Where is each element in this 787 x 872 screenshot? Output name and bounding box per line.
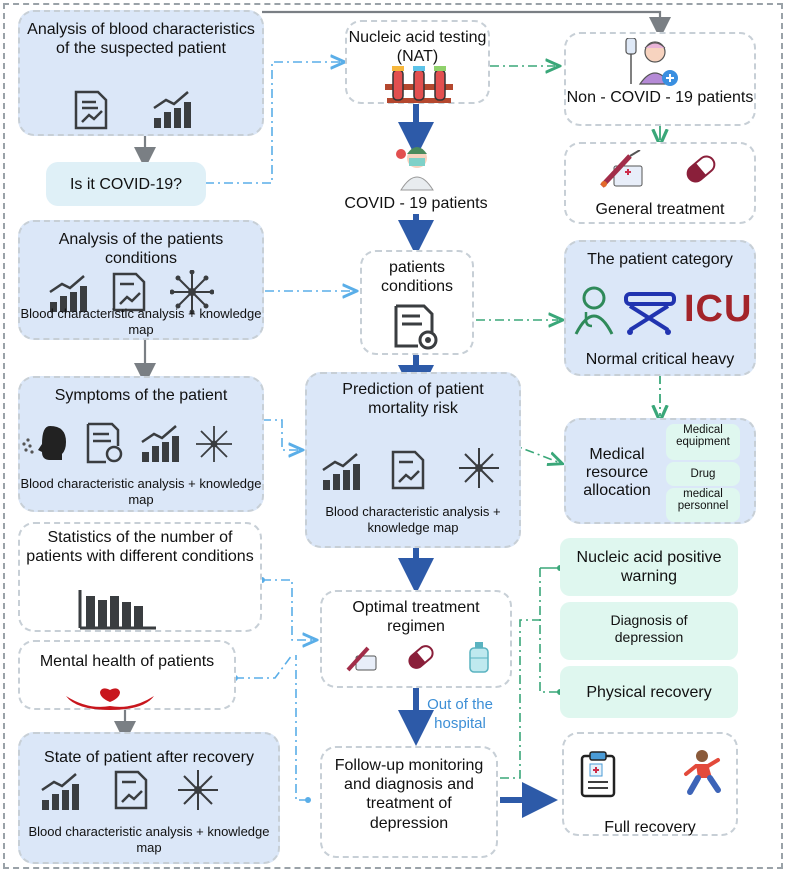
magnifier-document-icon xyxy=(86,422,123,464)
prediction-box: Prediction of patient mortality risk Blo… xyxy=(305,372,521,548)
full-recovery-box: Full recovery xyxy=(562,732,738,836)
patients-conditions-box: patients conditions xyxy=(360,250,474,355)
state-after-recovery-box: State of patient after recovery Blood ch… xyxy=(18,732,280,864)
pill-capsule-icon xyxy=(686,155,716,183)
syringe-medkit-icon xyxy=(600,150,643,188)
mental-health-label: Mental health of patients xyxy=(39,653,215,670)
nucleic-warning-box: Nucleic acid positive warning xyxy=(560,538,738,596)
statistics-label: Statistics of the number of patients wit… xyxy=(26,529,254,566)
covid-patients-label: COVID - 19 patients xyxy=(344,195,488,212)
nat-label: Nucleic acid testing (NAT) xyxy=(348,29,487,66)
rising-bar-chart-icon xyxy=(49,275,87,312)
nucleic-warning-label: Nucleic acid positive warning xyxy=(576,549,722,586)
out-of-hospital-label: Out of the hospital xyxy=(427,696,493,732)
state-after-recovery-label: State of patient after recovery xyxy=(44,749,254,766)
category-levels-label: Normal critical heavy xyxy=(585,351,735,368)
doctor-icon xyxy=(396,147,434,191)
general-treatment-label: General treatment xyxy=(595,201,725,218)
document-chart-icon xyxy=(112,272,146,312)
network-hub-icon xyxy=(170,270,214,314)
icu-label: ICU xyxy=(684,288,753,330)
nat-box: Nucleic acid testing (NAT) xyxy=(345,20,490,104)
patients-conditions-analysis-box: Analysis of the patients conditions Bloo… xyxy=(18,220,264,340)
physical-recovery-label: Physical recovery xyxy=(586,684,712,701)
bc-km-label: Blood characteristic analysis + knowledg… xyxy=(325,504,501,535)
is-covid-label: Is it COVID-19? xyxy=(69,176,183,193)
statistics-box: Statistics of the number of patients wit… xyxy=(18,522,262,632)
bc-km-label: Blood characteristic analysis + knowledg… xyxy=(20,476,262,507)
resource-allocation-label: Medical resource allocation xyxy=(583,446,651,499)
oxygen-tank-icon xyxy=(469,642,489,673)
network-hub-icon xyxy=(459,448,499,488)
patients-conditions-analysis-label: Analysis of the patients conditions xyxy=(58,231,224,268)
rising-bar-chart-icon xyxy=(153,91,191,128)
stretcher-icon xyxy=(624,292,676,335)
prediction-label: Prediction of patient mortality risk xyxy=(342,381,484,418)
rising-bar-chart-icon xyxy=(141,425,179,462)
symptoms-label: Symptoms of the patient xyxy=(54,387,228,404)
non-covid-box: Non - COVID - 19 patients xyxy=(564,32,756,126)
document-chart-icon xyxy=(391,450,425,490)
blood-analysis-box: Analysis of blood characteristics of the… xyxy=(18,10,264,136)
drug-tag: Drug xyxy=(666,462,740,486)
medical-equipment-tag: Medical equipment xyxy=(666,424,740,460)
patient-category-box: The patient category ICU Normal critical… xyxy=(564,240,756,376)
iv-patient-icon xyxy=(625,38,678,86)
magnifier-document-icon xyxy=(394,304,438,350)
clipboard-icon xyxy=(580,751,616,798)
non-covid-label: Non - COVID - 19 patients xyxy=(566,89,754,106)
optimal-treatment-box: Optimal treatment regimen xyxy=(320,590,512,688)
follow-up-label: Follow-up monitoring and diagnosis and t… xyxy=(334,757,484,832)
pill-capsule-icon xyxy=(408,645,434,669)
rising-bar-chart-icon xyxy=(41,773,79,810)
hands-heart-icon xyxy=(66,688,154,710)
full-recovery-label: Full recovery xyxy=(604,819,696,836)
bc-km-label: Blood characteristic analysis + knowledg… xyxy=(28,824,270,855)
running-person-icon xyxy=(684,750,721,795)
outer-frame xyxy=(3,3,783,869)
patient-category-label: The patient category xyxy=(587,251,733,268)
bc-km-label: Blood characteristic analysis + knowledg… xyxy=(20,306,262,337)
mental-health-box: Mental health of patients xyxy=(18,640,236,710)
blood-analysis-label: Analysis of blood characteristics of the… xyxy=(27,21,255,58)
test-tubes-rack-icon xyxy=(385,66,453,103)
resource-allocation-box: Medical resource allocation Medical equi… xyxy=(564,418,756,524)
physical-recovery-box: Physical recovery xyxy=(560,666,738,718)
patients-conditions-label: patients conditions xyxy=(380,259,454,296)
stethoscope-doctor-icon xyxy=(574,286,614,335)
optimal-treatment-label: Optimal treatment regimen xyxy=(352,599,480,636)
document-chart-icon xyxy=(74,90,108,130)
follow-up-box: Follow-up monitoring and diagnosis and t… xyxy=(320,746,498,858)
rising-bar-chart-icon xyxy=(322,453,360,490)
general-treatment-box: General treatment xyxy=(564,142,756,224)
document-chart-icon xyxy=(114,770,148,810)
medical-personnel-tag: medical personnel xyxy=(666,488,740,522)
is-covid-box: Is it COVID-19? xyxy=(46,162,206,206)
depression-diagnosis-box: Diagnosis of depression xyxy=(560,602,738,660)
syringe-medkit-icon xyxy=(346,646,377,672)
depression-diagnosis-label: Diagnosis of depression xyxy=(610,612,688,645)
coughing-head-icon xyxy=(22,426,66,460)
network-hub-icon xyxy=(178,770,218,810)
symptoms-box: Symptoms of the patient Blood characteri… xyxy=(18,376,264,512)
network-hub-icon xyxy=(196,426,232,462)
bar-chart-icon xyxy=(78,590,156,630)
